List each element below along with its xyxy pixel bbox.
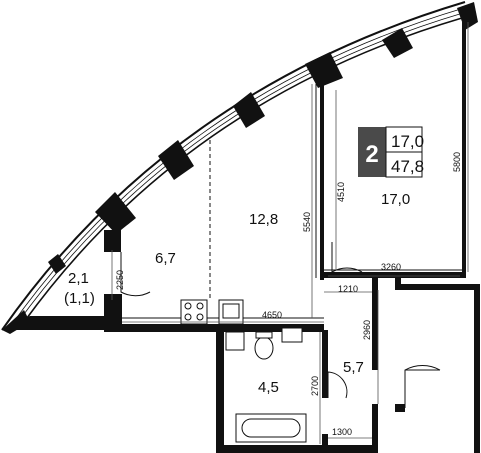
- kitchen-fixtures: [180, 299, 244, 325]
- wall-bath-right-low: [322, 434, 328, 448]
- balcony-area: 2,1: [68, 270, 89, 287]
- dim-1210: 1210: [338, 284, 358, 294]
- pier: [457, 2, 478, 30]
- thin-lines: [122, 84, 462, 319]
- kitchen-living-area: 12,8: [249, 211, 278, 228]
- dim-2960: 2960: [362, 320, 372, 340]
- bathroom-washbasin: [225, 331, 245, 351]
- bathroom-area: 4,5: [258, 379, 279, 396]
- wall-bath-bottom: [216, 445, 378, 453]
- dim-5800: 5800: [452, 152, 462, 172]
- area-summary: 2 17,0 47,8: [358, 126, 424, 178]
- living-area-value: 17,0: [391, 132, 424, 151]
- room-labels: 17,0 12,8 6,7 2,1 (1,1) 4,5 5,7: [64, 191, 410, 396]
- wall-entry-stub: [395, 404, 405, 412]
- dim-4650: 4650: [262, 310, 282, 320]
- pier: [233, 92, 265, 128]
- wall-hall-right-top: [395, 276, 401, 288]
- room-count: 2: [365, 141, 378, 168]
- doors: [120, 242, 441, 408]
- dim-1300: 1300: [332, 427, 352, 437]
- kitchen-area: 6,7: [155, 250, 176, 267]
- wall-balcony-divider: [104, 230, 121, 252]
- wall-balcony-bottom: [2, 316, 104, 330]
- pier: [48, 254, 66, 274]
- dimension-labels: 5800 4510 5540 3260 2250 1210 4650 2960 …: [115, 152, 462, 437]
- wall-hall-partition-low: [372, 404, 378, 453]
- wall-hall-partition: [372, 278, 378, 370]
- balcony-area-reduced: (1,1): [64, 290, 95, 307]
- wall-bath-right: [322, 330, 328, 398]
- wall-bedroom-right: [462, 22, 466, 277]
- dim-5540: 5540: [302, 212, 312, 232]
- dim-3260: 3260: [381, 262, 401, 272]
- door-bathroom: [327, 371, 348, 399]
- wall-hall-right: [395, 284, 480, 290]
- bedroom-area: 17,0: [381, 191, 410, 208]
- pier: [158, 140, 194, 180]
- wall-entry-right: [474, 284, 480, 453]
- wall-bedroom-bottom: [322, 272, 466, 278]
- stove: [180, 299, 208, 325]
- dimension-lines: [111, 22, 469, 444]
- hallway-area: 5,7: [343, 359, 364, 376]
- pier: [305, 52, 343, 88]
- total-area-value: 47,8: [391, 157, 424, 176]
- wall-kitchen-bottom: [104, 324, 324, 332]
- walls: [2, 22, 480, 453]
- room-count-badge: [358, 127, 386, 177]
- washing-machine: [281, 327, 303, 343]
- toilet: [254, 336, 274, 360]
- door-entry: [404, 364, 441, 408]
- wall-bedroom-left: [320, 80, 324, 280]
- dim-2700: 2700: [310, 376, 320, 396]
- dim-2250: 2250: [115, 270, 125, 290]
- wall-bath-left: [216, 330, 224, 453]
- pier: [382, 28, 413, 58]
- door-bedroom: [331, 242, 363, 273]
- pier: [95, 192, 136, 234]
- door-balcony: [120, 252, 151, 297]
- bathroom-fixtures: [225, 327, 307, 443]
- dim-4510: 4510: [336, 182, 346, 202]
- bathtub: [235, 413, 307, 443]
- wall-kitchen-bottom-left: [104, 294, 122, 324]
